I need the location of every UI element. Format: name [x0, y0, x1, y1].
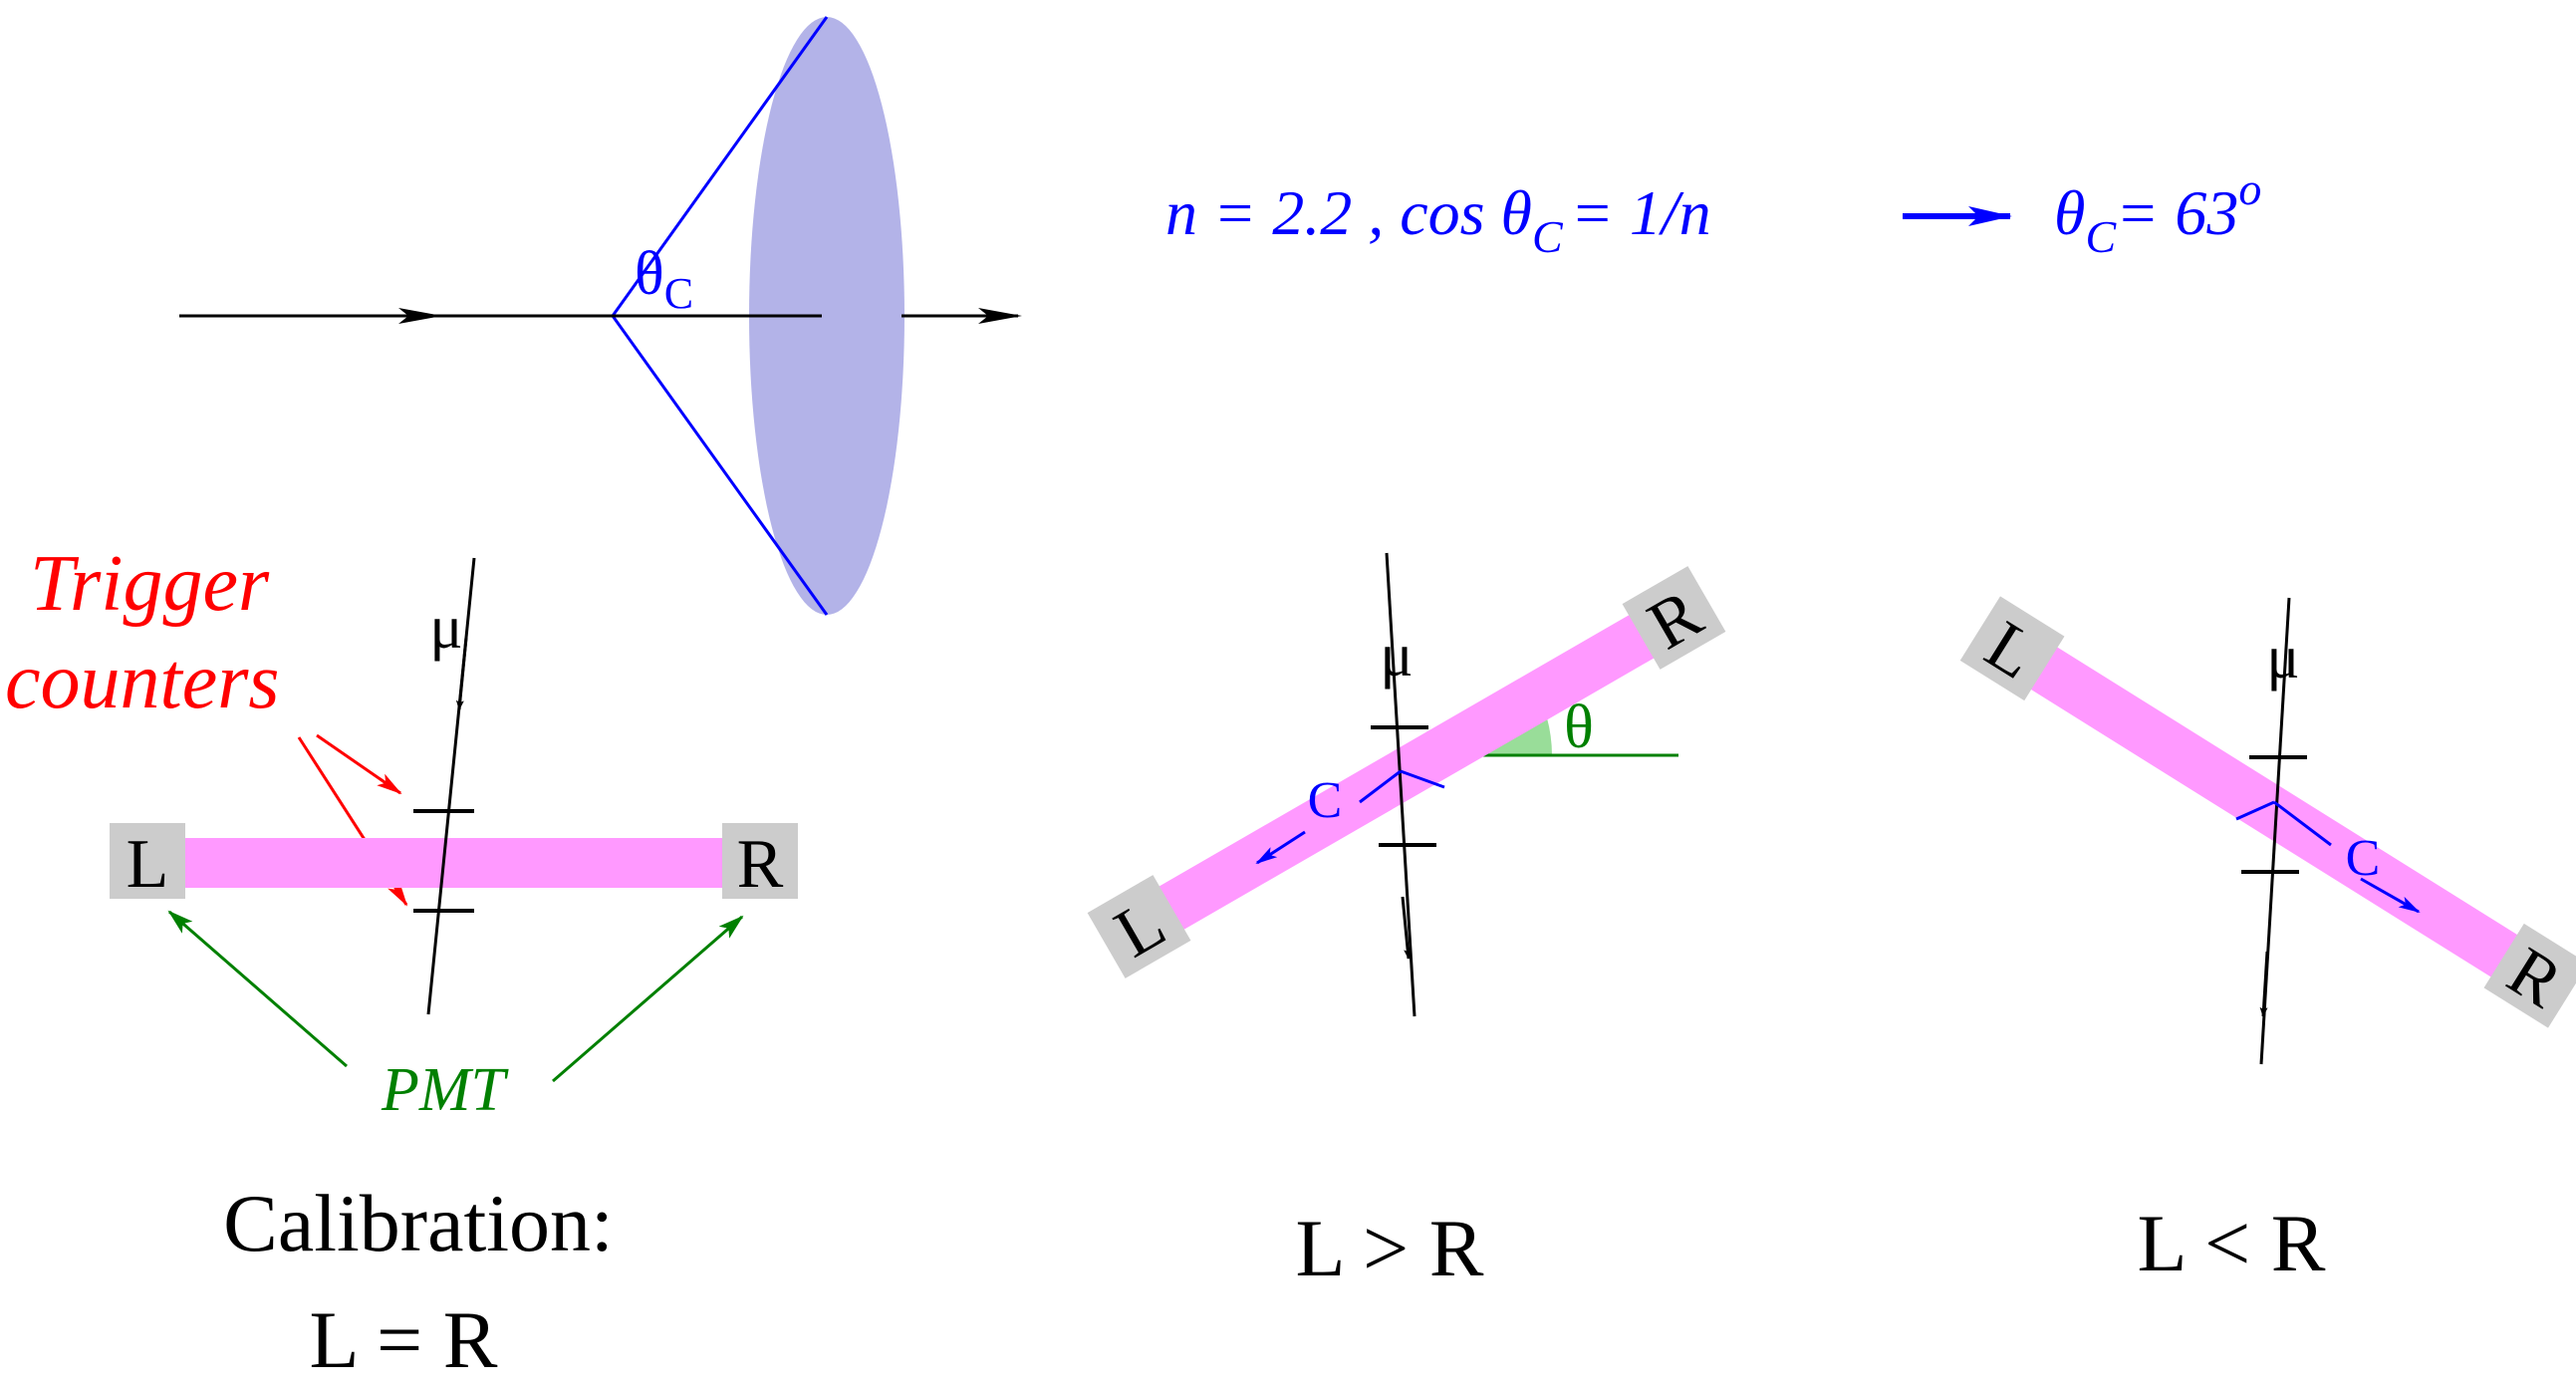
formula-right: θC= 63o — [2054, 163, 2261, 262]
trigger-label-line2: counters — [5, 638, 280, 725]
trigger-label-line1: Trigger — [30, 540, 270, 628]
muon-label: μ — [429, 594, 462, 662]
light-propagation-arrow — [2360, 877, 2421, 914]
cherenkov-formula: n = 2.2 , cos θC= 1/n θC= 63o — [1165, 163, 2261, 262]
light-label: C — [1308, 772, 1343, 829]
muon-direction-arrow — [1401, 896, 1413, 960]
pmt-left-box — [1087, 875, 1191, 978]
pmt-pointer-right — [552, 915, 744, 1083]
muon-direction-arrow — [2259, 951, 2269, 1017]
scintillator-bar — [179, 838, 727, 888]
calibration-caption-line2: L = R — [310, 1294, 498, 1385]
pmt-left-box — [110, 823, 185, 899]
cone-base-ellipse — [749, 17, 904, 615]
calibration-caption-line1: Calibration: — [223, 1178, 614, 1268]
pmt-label: PMT — [381, 1056, 510, 1124]
light-propagation-arrow — [1255, 830, 1306, 865]
pmt-pointer-left — [167, 910, 348, 1068]
tilted-down-setup: L R μ C L < R — [1959, 596, 2576, 1288]
pmt-left-label: L — [127, 826, 169, 903]
calibration-setup: Trigger counters L R μ PMT Calibration: … — [5, 540, 798, 1385]
muon-track — [426, 557, 476, 1015]
trigger-pointer-upper — [316, 733, 402, 795]
pmt-left-box — [1959, 596, 2065, 701]
cone-angle-label: θC — [635, 240, 693, 318]
cherenkov-ray-left — [1359, 769, 1402, 804]
cherenkov-ray-right — [2273, 800, 2332, 847]
pmt-right-box — [722, 823, 798, 899]
pmt-right-label: R — [737, 826, 784, 903]
muon-label: μ — [2266, 624, 2299, 692]
pmt-right-box — [2483, 923, 2576, 1028]
pmt-right-box — [1622, 566, 1726, 670]
cherenkov-ray-right — [1400, 769, 1445, 789]
tilted-down-caption: L < R — [2138, 1198, 2326, 1288]
cone-edge-lower — [611, 315, 829, 616]
formula-left: n = 2.2 , cos θC= 1/n — [1165, 177, 1711, 262]
muon-track — [1385, 552, 1417, 1017]
tilted-up-setup: θ L R μ C L > R — [1087, 552, 1726, 1293]
muon-label: μ — [1380, 622, 1413, 690]
muon-direction-arrow — [455, 637, 468, 710]
light-label: C — [2346, 830, 2381, 887]
cone-edge-upper — [611, 16, 829, 317]
tilted-up-caption: L > R — [1296, 1203, 1484, 1293]
cherenkov-ray-left — [2235, 800, 2275, 821]
cherenkov-cone-figure: θC — [179, 16, 1022, 616]
